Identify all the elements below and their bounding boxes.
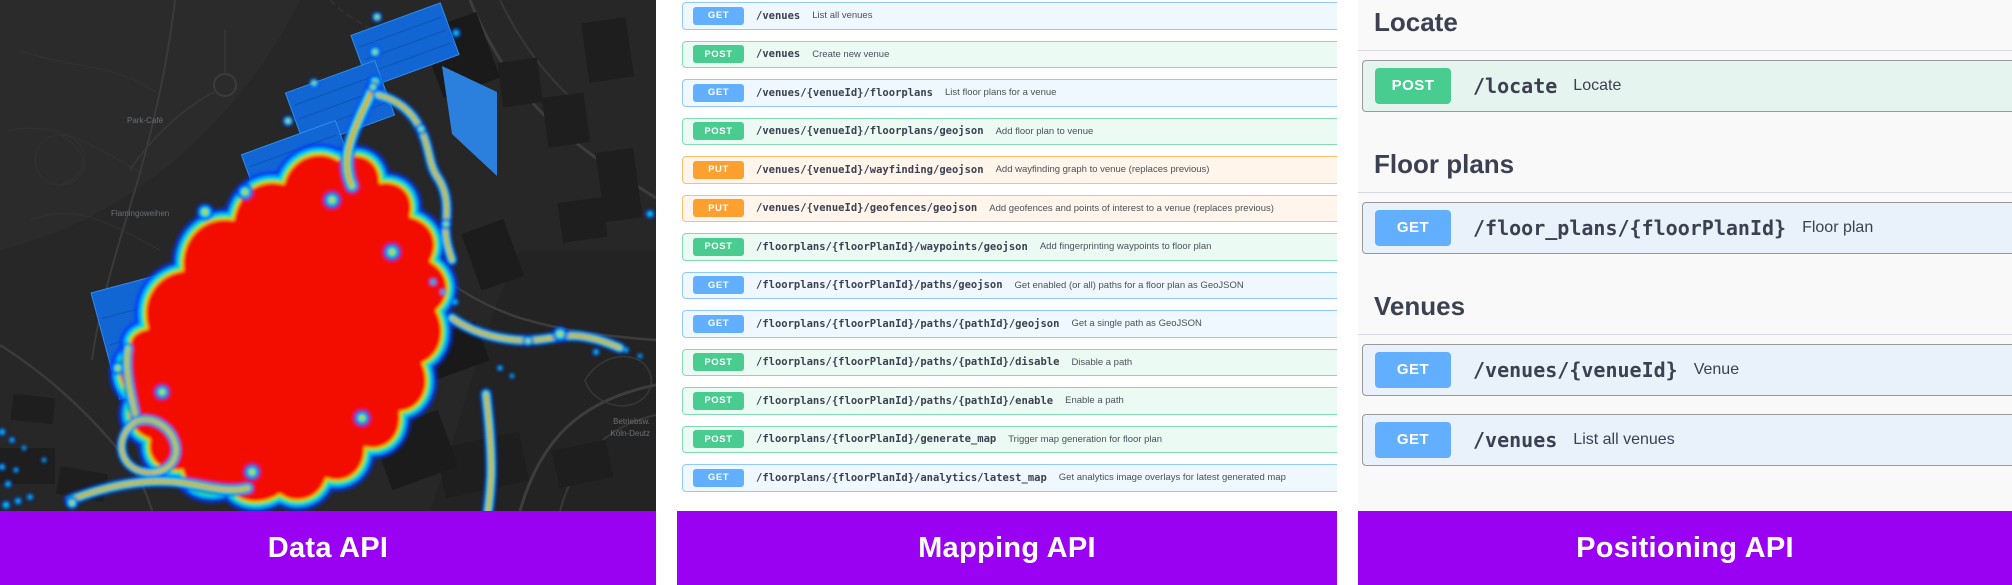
data-api-panel: Park-Café Flamingoweihen Betriebsw. Köln…: [0, 0, 656, 585]
method-badge: POST: [693, 353, 744, 372]
method-badge: GET: [1375, 209, 1451, 246]
method-badge: POST: [693, 122, 744, 141]
endpoint-row[interactable]: GET/venues List all venues: [682, 2, 1337, 30]
endpoint-row[interactable]: GET/floorplans/{floorPlanId}/paths/geojs…: [682, 271, 1337, 299]
method-badge: PUT: [693, 199, 744, 218]
positioning-api-panel: Locate POST/locate Locate Floor plans GET…: [1358, 0, 2012, 585]
endpoint-row[interactable]: GET/floorplans/{floorPlanId}/analytics/l…: [682, 464, 1337, 492]
heatmap-map[interactable]: Park-Café Flamingoweihen Betriebsw. Köln…: [0, 0, 656, 511]
banner-label: Positioning API: [1576, 531, 1794, 564]
method-badge: GET: [693, 83, 744, 102]
method-badge: GET: [1375, 421, 1451, 458]
endpoint-row[interactable]: GET/venues List all venues: [1362, 413, 2012, 466]
endpoint-row[interactable]: GET/venues/{venueId}/floorplans List floo…: [682, 79, 1337, 107]
section-venues: Venues GET/venues/{venueId} Venue GET/ven…: [1358, 290, 2012, 466]
endpoint-description: Add fingerprinting waypoints to floor pl…: [1039, 241, 1212, 253]
endpoint-description: Add geofences and points of interest to …: [989, 202, 1274, 214]
endpoint-row[interactable]: GET/floor_plans/{floorPlanId} Floor plan: [1362, 201, 2012, 254]
endpoint-description: Floor plan: [1802, 218, 1874, 236]
endpoint-description: List all venues: [1573, 430, 1675, 448]
park-paths: [9, 49, 161, 251]
heatmap-layer: [0, 11, 656, 511]
map-labels: Park-Café Flamingoweihen Betriebsw. Köln…: [111, 116, 650, 438]
endpoint-path: /venues/{venueId}: [1473, 357, 1678, 382]
endpoint-path: /floorplans/{floorPlanId}/paths/{pathId}…: [756, 394, 1054, 407]
endpoint-row[interactable]: PUT/venues/{venueId}/wayfinding/geojson A…: [682, 156, 1337, 184]
endpoint-path: /floorplans/{floorPlanId}/waypoints/geoj…: [756, 240, 1028, 253]
endpoint-description: List floor plans for a venue: [945, 87, 1057, 99]
endpoint-description: Trigger map generation for floor plan: [1008, 433, 1163, 445]
endpoint-path: /floorplans/{floorPlanId}/paths/{pathId}…: [756, 356, 1060, 369]
method-badge: POST: [693, 391, 744, 410]
section-title: Venues: [1374, 290, 1466, 321]
method-badge: GET: [1375, 351, 1451, 388]
hall-triangle: [442, 66, 497, 176]
method-badge: GET: [693, 468, 744, 487]
section-divider: [1358, 333, 2012, 335]
endpoint-description: Add wayfinding graph to venue (replaces …: [995, 164, 1210, 176]
section-title: Locate: [1374, 7, 1458, 37]
endpoint-path: /venues/{venueId}/wayfinding/geojson: [756, 163, 984, 176]
method-badge: GET: [693, 314, 744, 333]
method-badge: POST: [693, 45, 744, 64]
method-badge: POST: [693, 430, 744, 449]
endpoint-row[interactable]: POST/floorplans/{floorPlanId}/waypoints/…: [682, 233, 1337, 261]
map-label: Betriebsw.: [613, 417, 650, 426]
method-badge: PUT: [693, 160, 744, 179]
map-label: Park-Café: [127, 116, 164, 125]
mapping-api-banner: Mapping API: [677, 511, 1337, 585]
banner-label: Data API: [267, 531, 389, 564]
endpoint-path: /floorplans/{floorPlanId}/analytics/late…: [756, 471, 1047, 484]
endpoint-description: Add floor plan to venue: [995, 125, 1094, 137]
positioning-api-banner: Positioning API: [1358, 511, 2012, 585]
endpoint-description: Create new venue: [812, 48, 890, 60]
endpoint-path: /venues: [756, 9, 801, 22]
endpoint-description: Disable a path: [1071, 356, 1133, 368]
data-api-banner: Data API: [0, 511, 656, 585]
banner-label: Mapping API: [918, 531, 1096, 564]
endpoint-path: /floorplans/{floorPlanId}/paths/{pathId}…: [756, 317, 1060, 330]
map-label: Köln-Deutz: [610, 429, 650, 438]
endpoint-row[interactable]: POST/floorplans/{floorPlanId}/generate_m…: [682, 425, 1337, 453]
method-badge: POST: [693, 237, 744, 256]
endpoint-path: /locate: [1473, 73, 1558, 98]
endpoint-description: Locate: [1573, 76, 1622, 94]
endpoint-path: /floorplans/{floorPlanId}/paths/geojson: [756, 279, 1003, 292]
section-locate: Locate POST/locate Locate: [1358, 7, 2012, 112]
endpoint-row[interactable]: GET/venues/{venueId} Venue: [1362, 343, 2012, 396]
section-list: Locate POST/locate Locate Floor plans GET…: [1358, 0, 2012, 511]
endpoint-description: Get enabled (or all) paths for a floor p…: [1014, 279, 1244, 291]
section-title: Floor plans: [1374, 148, 1515, 179]
section-divider: [1358, 191, 2012, 193]
endpoint-path: /venues: [756, 48, 801, 61]
method-badge: POST: [1375, 67, 1451, 104]
section-divider: [1358, 49, 2012, 51]
endpoint-path: /floor_plans/{floorPlanId}: [1473, 215, 1787, 240]
endpoint-description: Get a single path as GeoJSON: [1071, 318, 1202, 330]
endpoint-description: List all venues: [812, 10, 873, 22]
section-floor-plans: Floor plans GET/floor_plans/{floorPlanId…: [1358, 148, 2012, 254]
map-label: Flamingoweihen: [111, 209, 169, 218]
endpoint-path: /floorplans/{floorPlanId}/generate_map: [756, 433, 997, 446]
endpoint-row[interactable]: POST/floorplans/{floorPlanId}/paths/{pat…: [682, 387, 1337, 415]
endpoint-row[interactable]: PUT/venues/{venueId}/geofences/geojson Ad…: [682, 194, 1337, 222]
endpoint-description: Venue: [1693, 360, 1740, 378]
endpoint-description: Get analytics image overlays for latest …: [1058, 472, 1286, 484]
endpoint-row[interactable]: POST/floorplans/{floorPlanId}/paths/{pat…: [682, 348, 1337, 376]
endpoint-path: /venues/{venueId}/floorplans/geojson: [756, 125, 984, 138]
endpoint-path: /venues: [1473, 427, 1558, 452]
endpoint-path: /venues/{venueId}/geofences/geojson: [756, 202, 978, 215]
endpoint-row[interactable]: GET/floorplans/{floorPlanId}/paths/{path…: [682, 310, 1337, 338]
method-badge: GET: [693, 6, 744, 25]
endpoint-row[interactable]: POST/venues/{venueId}/floorplans/geojson…: [682, 117, 1337, 145]
method-badge: GET: [693, 276, 744, 295]
endpoint-row[interactable]: POST/venues Create new venue: [682, 40, 1337, 68]
endpoint-path: /venues/{venueId}/floorplans: [756, 86, 934, 99]
endpoint-description: Enable a path: [1065, 395, 1124, 407]
endpoint-row[interactable]: POST/locate Locate: [1362, 59, 2012, 112]
